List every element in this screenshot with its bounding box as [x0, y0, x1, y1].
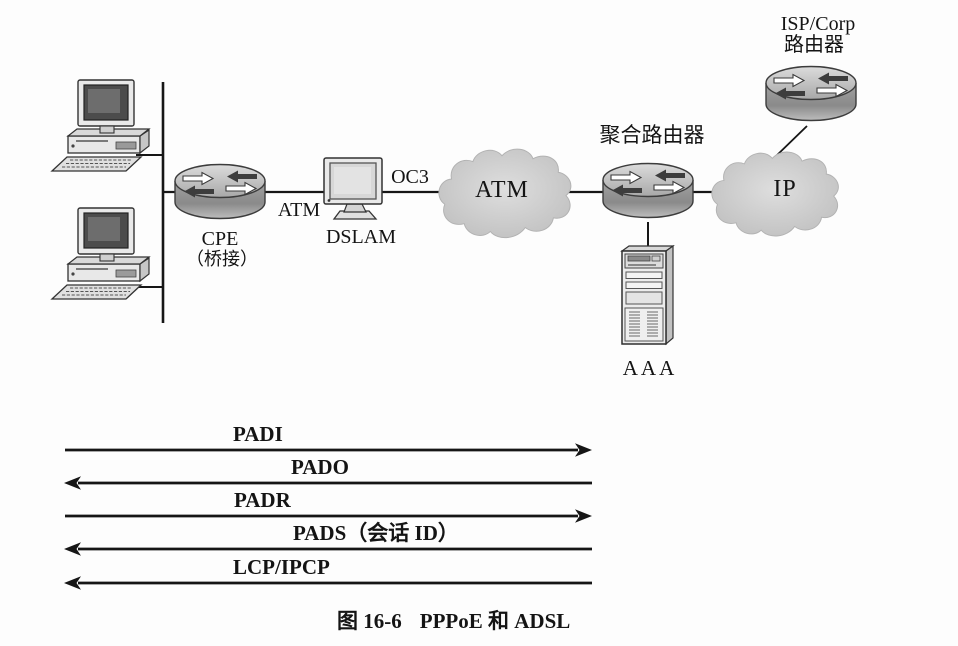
isp-router-icon [765, 65, 857, 122]
cpe-router-icon [174, 163, 266, 220]
aggregation-router-icon [602, 162, 694, 219]
figure-caption-number: 图 16-6 [337, 609, 402, 633]
oc3-link-label: OC3 [391, 166, 429, 188]
isp-router-label-line1: ISP/Corp [780, 13, 856, 35]
message-label-padr: PADR [234, 488, 291, 512]
aaa-server-label: AAA [622, 356, 678, 380]
atm-link-label: ATM [277, 199, 321, 221]
isp-router-label-line2: 路由器 [784, 34, 844, 56]
cpe-label: CPE [201, 228, 239, 250]
cpe-bridge-label: （桥接） [186, 249, 258, 269]
aggregation-router-label: 聚合路由器 [599, 123, 705, 147]
message-label-padi: PADI [233, 422, 283, 446]
dslam-label: DSLAM [325, 226, 397, 248]
ip-cloud-label: IP [773, 176, 797, 202]
message-label-pads: PADS（会话 ID） [293, 521, 459, 545]
sequence-arrows [65, 448, 592, 585]
aaa-server-icon [621, 245, 674, 345]
figure-caption: 图 16-6 PPPoE 和 ADSL [337, 605, 570, 635]
message-label-pado: PADO [291, 455, 349, 479]
client-pc-icon [51, 79, 150, 172]
client-pc-icon [51, 207, 150, 300]
message-label-lcp-ipcp: LCP/IPCP [233, 555, 330, 579]
figure-caption-title: PPPoE 和 ADSL [419, 609, 571, 633]
atm-cloud-label: ATM [475, 177, 529, 203]
dslam-monitor-icon [323, 157, 383, 220]
